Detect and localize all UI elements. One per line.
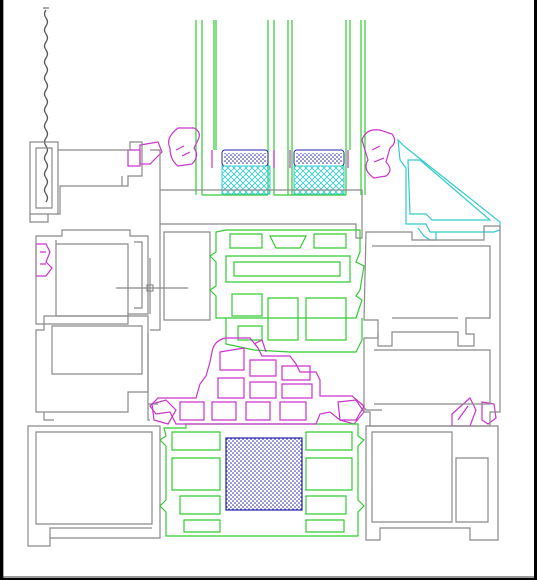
fixing-screw — [43, 7, 49, 203]
frame-profile — [27, 141, 501, 547]
glazing-bead — [397, 138, 501, 241]
sash-profile — [149, 337, 365, 425]
drawing-sheet[interactable] — [3, 0, 534, 578]
triple-glazing-unit — [195, 20, 366, 196]
insulation-core — [225, 437, 303, 511]
window-section-drawing — [3, 0, 534, 578]
thermal-break-inserts — [159, 229, 365, 537]
